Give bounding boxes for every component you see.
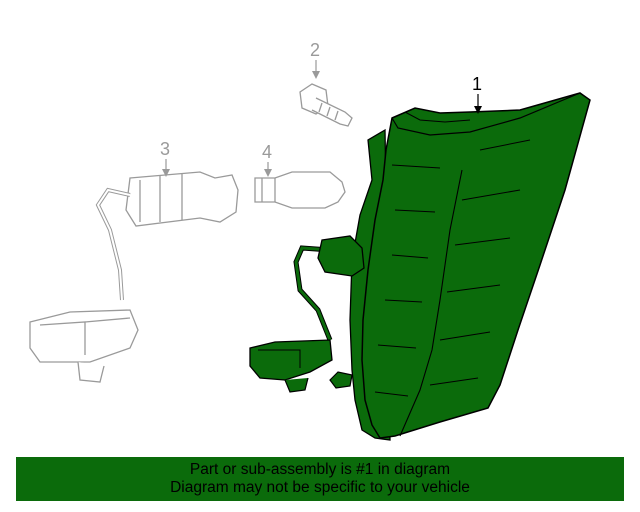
callout-4: 4 bbox=[262, 142, 272, 177]
banner-line-2: Diagram may not be specific to your vehi… bbox=[170, 479, 470, 496]
callout-2-label: 2 bbox=[310, 40, 320, 60]
bulb[interactable] bbox=[254, 171, 346, 209]
callout-1-label: 1 bbox=[472, 74, 482, 94]
callout-3: 3 bbox=[160, 139, 170, 177]
callout-1: 1 bbox=[472, 74, 482, 114]
lamp-assembly[interactable] bbox=[249, 92, 591, 441]
screw[interactable] bbox=[299, 83, 353, 127]
callout-4-label: 4 bbox=[262, 142, 272, 162]
callout-2: 2 bbox=[310, 40, 320, 79]
parts-diagram: 1 2 3 4 bbox=[29, 40, 591, 441]
banner-line-1: Part or sub-assembly is #1 in diagram bbox=[189, 461, 451, 478]
socket-harness[interactable] bbox=[29, 171, 239, 383]
callout-3-label: 3 bbox=[160, 139, 170, 159]
disclaimer-banner: Part or sub-assembly is #1 in diagram Di… bbox=[16, 457, 624, 501]
